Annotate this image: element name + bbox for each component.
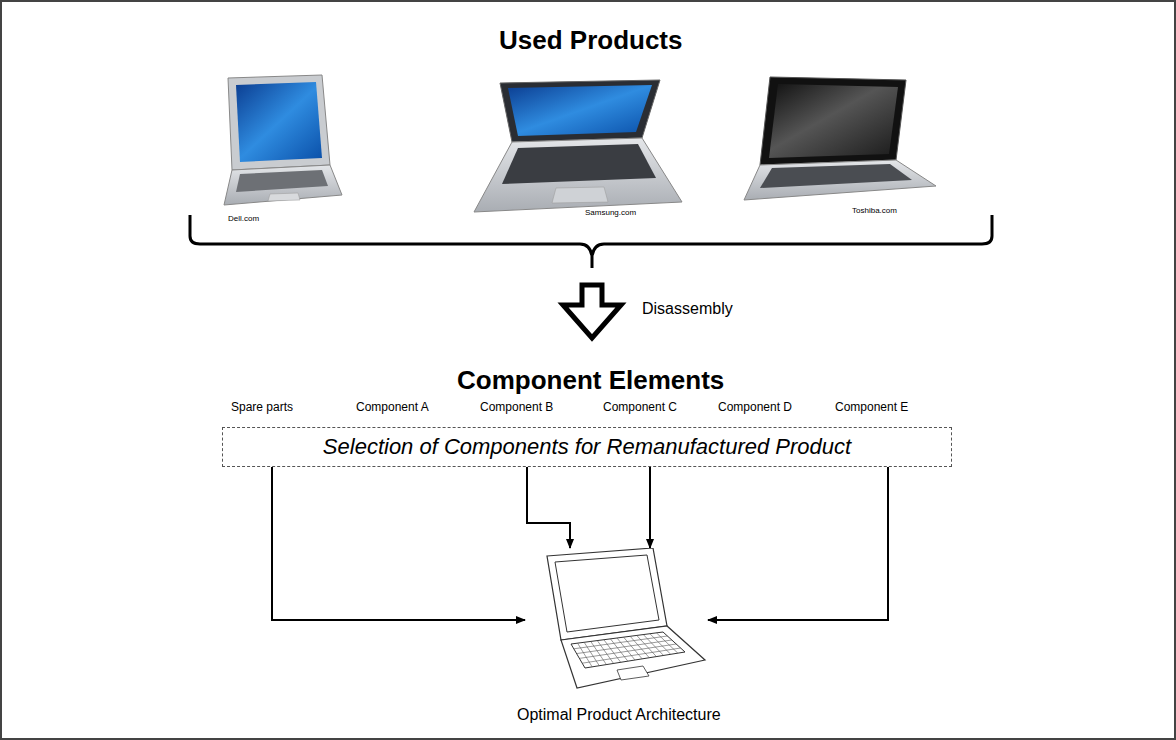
component-name: Component D <box>718 401 792 415</box>
toshiba-laptop-photo <box>744 77 936 200</box>
selection-arrow <box>649 467 651 548</box>
laptop-node: Optimal Product Architecture <box>525 548 708 690</box>
samsung-laptop-photo <box>474 80 682 212</box>
heading: Used Products <box>499 26 683 56</box>
component-name: Spare parts <box>231 401 293 415</box>
selection-arrow <box>272 467 525 620</box>
block-arrow <box>563 285 621 338</box>
component-name: Component C <box>603 401 677 415</box>
photo-credit: Samsung.com <box>585 208 636 217</box>
component-name: Component E <box>835 401 908 415</box>
box-text: Selection of Components for Remanufactur… <box>323 434 851 460</box>
component-name: Component A <box>356 401 429 415</box>
selection-box: Selection of Components for Remanufactur… <box>222 427 952 467</box>
selection-arrow <box>527 467 570 548</box>
dell-laptop-photo <box>224 75 342 205</box>
step-label: Disassembly <box>642 300 733 318</box>
product-caption: Optimal Product Architecture <box>517 706 721 724</box>
grouping-brace <box>190 215 992 268</box>
component-name: Component B <box>480 401 553 415</box>
heading: Component Elements <box>457 366 724 396</box>
selection-arrow <box>708 467 888 620</box>
laptop-outline <box>525 548 708 690</box>
photo-credit: Dell.com <box>228 214 259 223</box>
photo-credit: Toshiba.com <box>852 206 897 215</box>
